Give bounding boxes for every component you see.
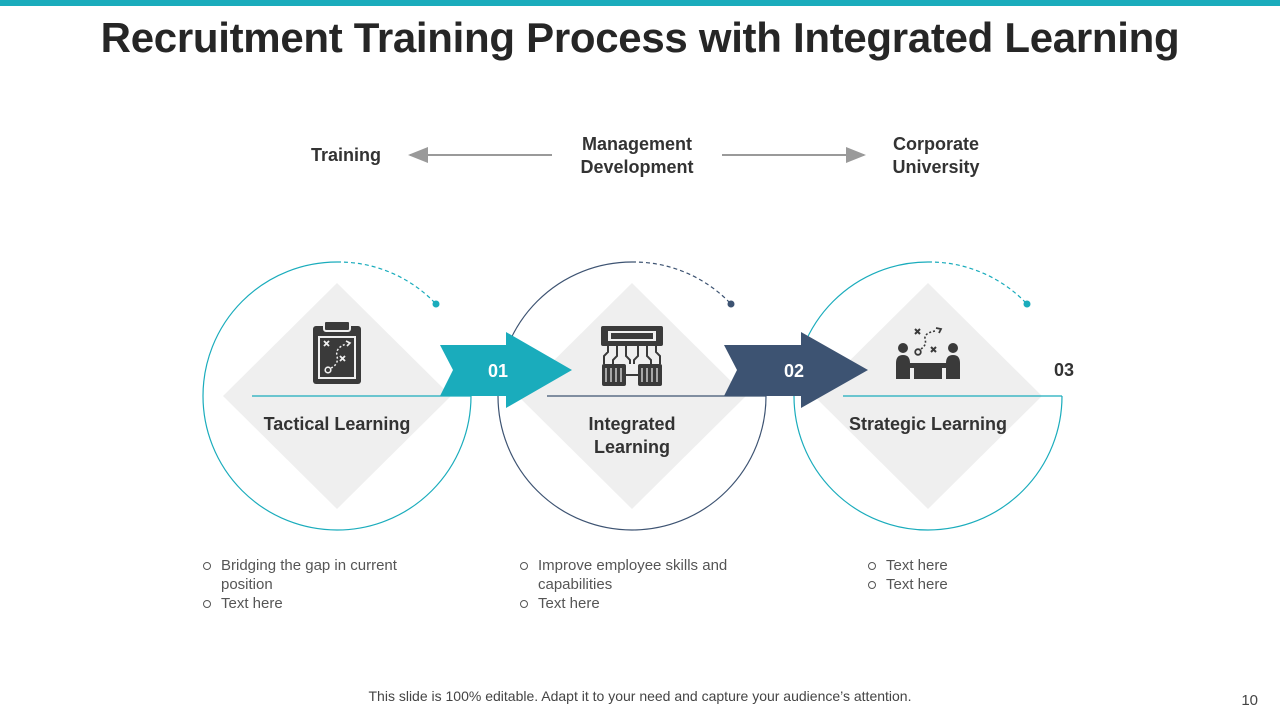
- list-item: Improve employee skills and capabilities: [520, 556, 760, 594]
- bullet-icon: [868, 562, 876, 570]
- clipboard-strategy-icon: [313, 320, 361, 384]
- circle-tactical: [202, 261, 472, 531]
- circle-tactical-dot: [432, 300, 440, 308]
- bullet-list-tactical: Bridging the gap in current position Tex…: [203, 556, 443, 613]
- bullet-text: Improve employee skills and capabilities: [538, 557, 728, 593]
- step-arrow-02: [724, 332, 868, 408]
- top-accent-bar: [0, 0, 1280, 6]
- bullet-icon: [868, 581, 876, 589]
- list-item: Text here: [868, 556, 1108, 575]
- page-title: Recruitment Training Process with Integr…: [100, 14, 1180, 61]
- bullet-list-integrated: Improve employee skills and capabilities…: [520, 556, 760, 613]
- list-item: Text here: [520, 594, 760, 613]
- bullet-icon: [520, 562, 528, 570]
- footer-note: This slide is 100% editable. Adapt it to…: [368, 688, 912, 704]
- step-number-02: 02: [783, 361, 805, 381]
- bullet-icon: [203, 600, 211, 608]
- circle-integrated-dashed: [631, 261, 732, 305]
- bullet-icon: [203, 562, 211, 570]
- step-number-01: 01: [487, 361, 509, 381]
- circle-strategic: [793, 261, 1063, 531]
- circle-tactical-dashed: [336, 261, 437, 305]
- node-label-strategic: Strategic Learning: [848, 414, 1008, 434]
- circle-integrated: [497, 261, 767, 531]
- list-item: Text here: [868, 575, 1108, 594]
- circle-strategic-dot: [1023, 300, 1031, 308]
- step-number-03: 03: [1053, 360, 1075, 380]
- bullet-text: Text here: [538, 595, 600, 612]
- circle-integrated-dot: [727, 300, 735, 308]
- list-item: Text here: [203, 594, 443, 613]
- stage-label-training: Training: [310, 145, 381, 165]
- stage-label-corporate-university: Corporate University: [892, 134, 980, 177]
- bullet-text: Text here: [886, 557, 948, 574]
- bullet-text: Text here: [886, 576, 948, 593]
- bullet-text: Bridging the gap in current position: [221, 557, 397, 593]
- stage-label-management-development: Management Development: [580, 134, 694, 177]
- node-label-tactical: Tactical Learning: [263, 414, 411, 434]
- node-label-integrated: Integrated Learning: [588, 414, 676, 457]
- list-item: Bridging the gap in current position: [203, 556, 443, 594]
- circle-strategic-dashed: [927, 261, 1028, 305]
- team-strategy-icon: [896, 327, 960, 379]
- bullet-list-strategic: Text here Text here: [868, 556, 1108, 594]
- step-arrow-01: [440, 332, 572, 408]
- circuit-chip-icon: [601, 326, 663, 386]
- bullet-text: Text here: [221, 595, 283, 612]
- bullet-icon: [520, 600, 528, 608]
- page-number: 10: [1241, 692, 1258, 709]
